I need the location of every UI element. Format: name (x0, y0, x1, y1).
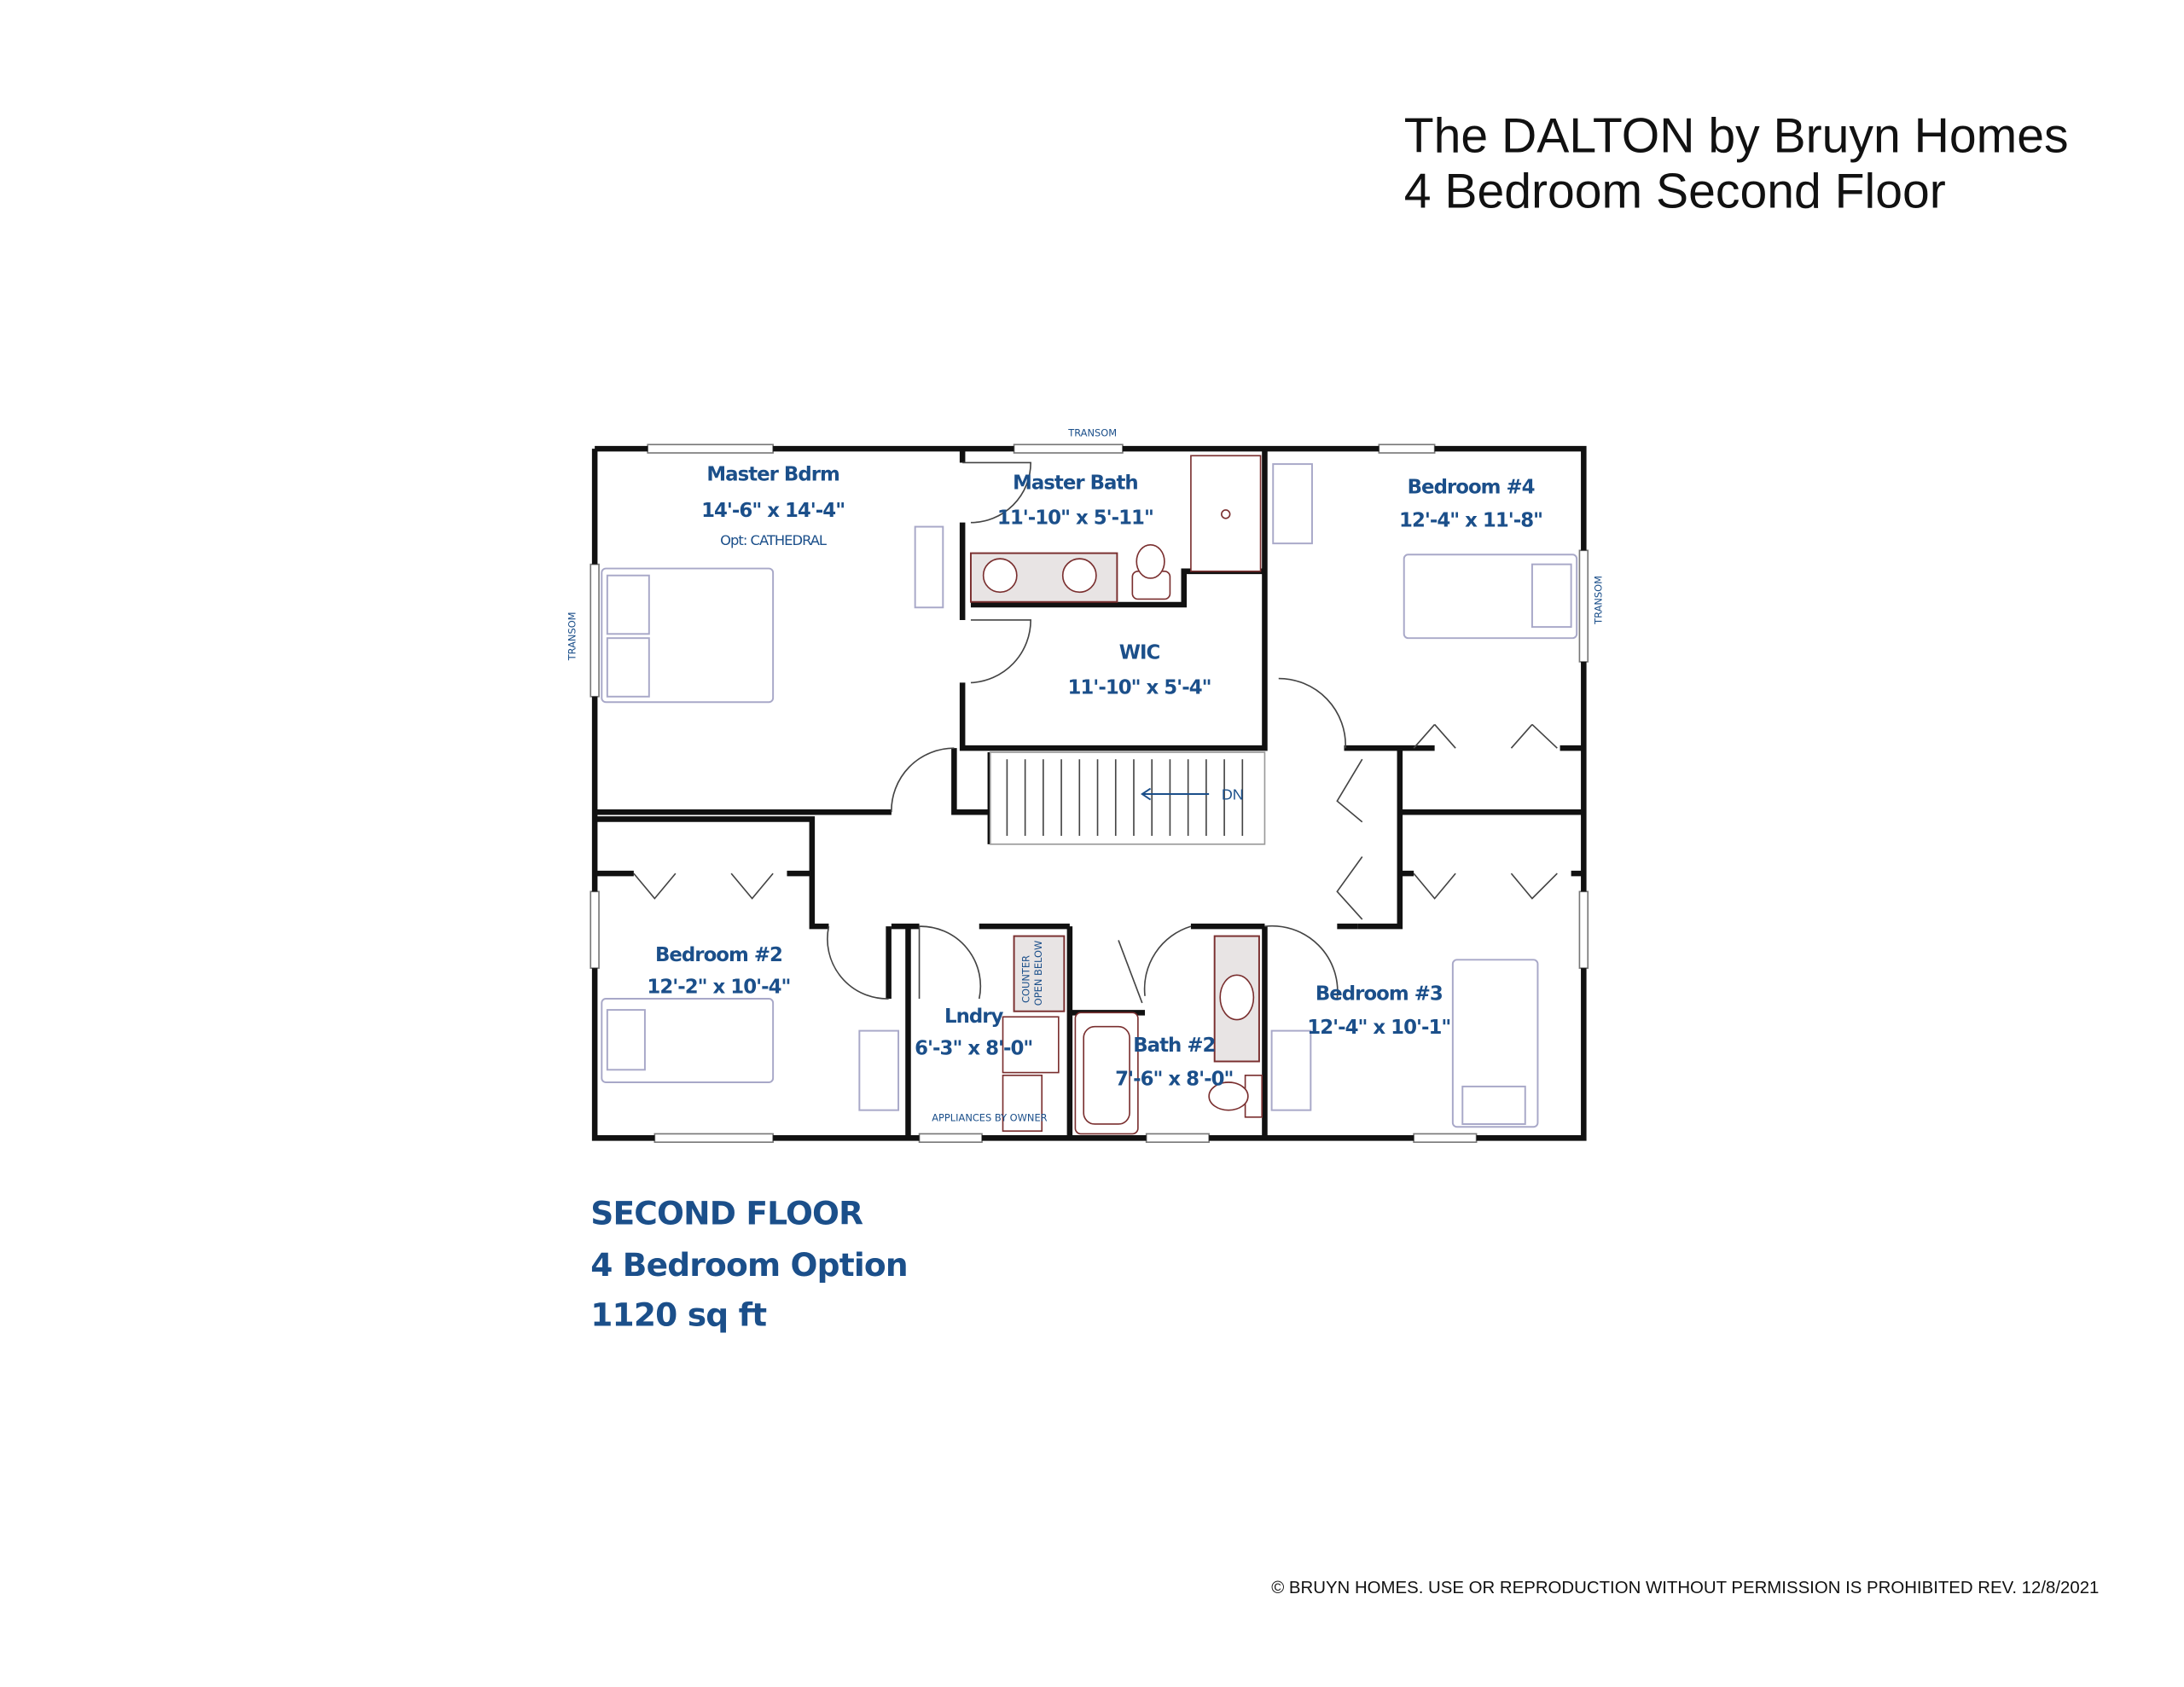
transom-label-right: TRANSOM (1593, 576, 1605, 625)
floor-label: SECOND FLOOR (590, 1195, 863, 1232)
bed-bedroom3 (1451, 959, 1539, 1128)
floor-plan-drawing: DN (566, 426, 1605, 1144)
square-footage: 1120 sq ft (590, 1296, 767, 1334)
room-size-master-bdrm: 14'-6" x 14'-4" (701, 500, 845, 522)
room-size-bath2: 7'-6" x 8'-0" (1115, 1068, 1233, 1090)
room-name-bedroom2: Bedroom #2 (655, 944, 782, 966)
transom-label-top: TRANSOM (1067, 426, 1117, 438)
room-name-lndry: Lndry (944, 1006, 1004, 1028)
sink-icon (982, 558, 1018, 594)
copyright-notice: © BRUYN HOMES. USE OR REPRODUCTION WITHO… (1271, 1579, 2099, 1597)
shower-icon (1190, 455, 1262, 572)
stairs-down-label: DN (1222, 786, 1244, 803)
room-name-wic: WIC (1119, 642, 1160, 664)
room-name-bedroom4: Bedroom #4 (1408, 476, 1535, 498)
room-size-bedroom3: 12'-4" x 10'-1" (1307, 1017, 1450, 1039)
room-name-master-bdrm: Master Bdrm (706, 464, 839, 486)
dryer-icon (1002, 1075, 1043, 1132)
furniture (601, 463, 1578, 1128)
room-name-bath2: Bath #2 (1133, 1035, 1215, 1057)
room-name-master-bath: Master Bath (1013, 472, 1138, 494)
laundry-counter (1013, 935, 1066, 1012)
room-size-wic: 11'-10" x 5'-4" (1067, 676, 1211, 699)
staircase: DN (990, 751, 1266, 845)
dresser (914, 525, 944, 609)
counter-open-below-label: OPEN BELOW (1032, 941, 1044, 1006)
room-size-master-bath: 11'-10" x 5'-11" (997, 507, 1153, 529)
bathtub-icon (1074, 1012, 1139, 1135)
room-size-bedroom4: 12'-4" x 11'-8" (1399, 510, 1542, 532)
sink-icon (1061, 558, 1097, 594)
plan-subtitle: 4 Bedroom Second Floor (1404, 165, 1946, 219)
doors (633, 461, 1558, 1004)
room-size-bedroom2: 12'-2" x 10'-4" (647, 977, 790, 999)
transom-label-left: TRANSOM (566, 612, 578, 661)
sink-icon (1219, 974, 1255, 1021)
bedroom-option-label: 4 Bedroom Option (590, 1246, 908, 1284)
plumbing-fixtures (969, 455, 1263, 1135)
room-name-bedroom3: Bedroom #3 (1316, 983, 1443, 1006)
appliances-label: APPLIANCES BY OWNER (932, 1112, 1047, 1124)
room-size-lndry: 6'-3" x 8'-0" (915, 1037, 1032, 1059)
washer-icon (1002, 1016, 1060, 1074)
room-note-master-bdrm: Opt: CATHEDRAL (720, 532, 827, 548)
counter-label: COUNTER (1020, 955, 1032, 1003)
plan-title: The DALTON by Bruyn Homes (1404, 108, 2069, 163)
